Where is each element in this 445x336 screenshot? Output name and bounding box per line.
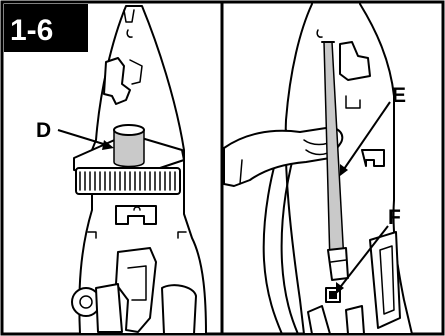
- callout-f-label: F: [388, 206, 401, 229]
- step-label: 1-6: [10, 14, 53, 47]
- callout-e-label: E: [392, 84, 406, 107]
- callout-d-label: D: [36, 119, 51, 142]
- step-badge: 1-6: [4, 4, 88, 52]
